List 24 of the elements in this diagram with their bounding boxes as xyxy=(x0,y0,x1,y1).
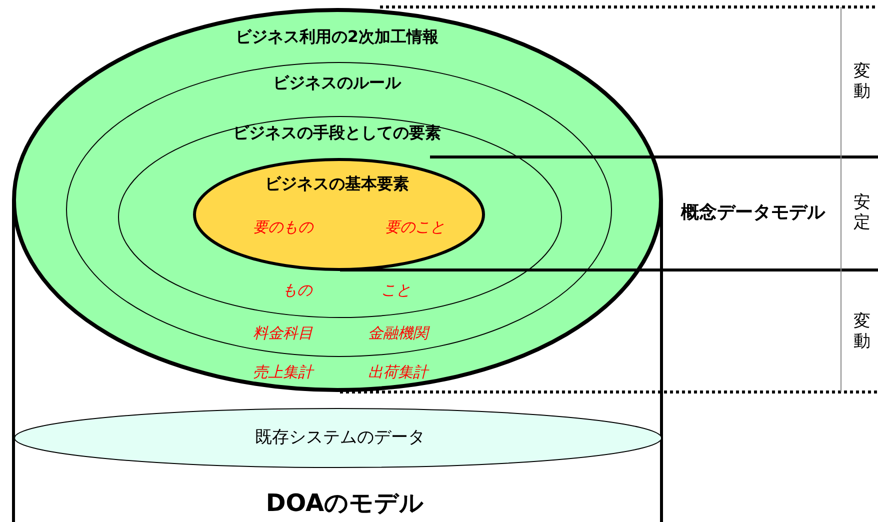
example-text: 要のもの xyxy=(253,218,313,236)
example-text: もの xyxy=(282,282,312,298)
example-text: 金融機関 xyxy=(368,324,428,342)
ring-heading: ビジネスの基本要素 xyxy=(265,175,409,193)
ellipse-shape xyxy=(193,158,485,271)
example-text: 出荷集計 xyxy=(368,364,428,380)
cylinder-shape xyxy=(12,8,663,522)
model-title: DOAのモデル xyxy=(266,490,424,516)
example-text: 要のこと xyxy=(385,218,445,236)
example-text: こと xyxy=(381,282,411,298)
example-text: 料金科目 xyxy=(253,324,313,342)
ring-heading: ビジネス利用の2次加工情報 xyxy=(235,28,439,46)
ellipse-shape xyxy=(118,116,562,318)
example-text: 売上集計 xyxy=(253,364,313,380)
ellipse-shape xyxy=(12,8,663,392)
ring-heading: ビジネスのルール xyxy=(273,74,401,92)
ring-heading: ビジネスの手段としての要素 xyxy=(233,124,441,142)
side-label: 変動 xyxy=(854,312,870,352)
ellipse-shape xyxy=(66,62,612,357)
side-label: 安定 xyxy=(854,192,870,234)
ellipse-shape xyxy=(14,408,662,468)
band-label: 概念データモデル xyxy=(681,203,825,223)
ellipse-label: 既存システムのデータ xyxy=(255,428,425,448)
side-label: 変動 xyxy=(854,62,870,102)
